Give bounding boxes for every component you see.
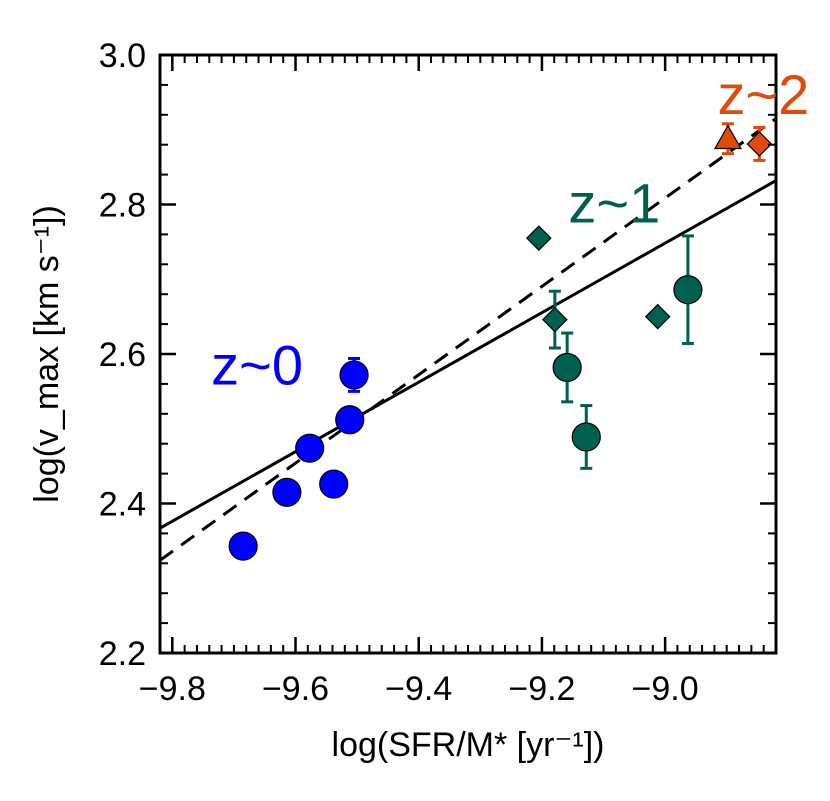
solid-fit-line	[160, 179, 776, 530]
dashed-fit-line	[160, 117, 776, 562]
annotation-z0: z~0	[211, 334, 303, 397]
axis-ticks	[159, 53, 777, 655]
x-tick-label: −9.4	[385, 670, 452, 708]
y-tick-label: 2.2	[99, 635, 146, 673]
data-point-circle	[295, 433, 325, 463]
x-tick-label: −9.6	[262, 670, 329, 708]
data-point-circle	[673, 275, 703, 305]
y-tick-label: 2.6	[99, 336, 146, 374]
annotation-z1: z~1	[568, 171, 660, 234]
annotations: z~0 z~1 z~2	[211, 63, 809, 397]
fit-lines	[160, 117, 776, 562]
data-point-triangle	[713, 124, 742, 150]
y-tick-label: 3.0	[99, 37, 146, 75]
y-tick-label: 2.4	[99, 486, 146, 524]
annotation-z2: z~2	[717, 63, 809, 126]
data-points	[228, 122, 773, 561]
x-tick-label: −9.2	[508, 670, 575, 708]
data-point-diamond	[525, 225, 552, 251]
x-tick-label: −9.0	[632, 670, 699, 708]
data-point-diamond	[644, 303, 671, 330]
data-point-circle	[335, 405, 365, 435]
x-axis-label: log(SFR/M* [yr⁻¹])	[332, 726, 605, 764]
data-point-circle	[319, 469, 349, 499]
y-tick-label: 2.8	[99, 187, 146, 225]
tick-labels: −9.8 −9.6 −9.4 −9.2 −9.0 2.2 2.4 2.6 2.8 3.0	[99, 37, 699, 708]
data-point-circle	[228, 531, 258, 561]
data-point-diamond	[542, 306, 568, 333]
y-axis-label: log(v_max [km s⁻¹])	[28, 205, 66, 503]
data-point-circle	[272, 477, 302, 507]
data-point-circle	[571, 422, 601, 452]
data-point-circle	[552, 352, 582, 383]
x-tick-label: −9.8	[139, 670, 206, 708]
data-point-diamond	[746, 131, 773, 157]
data-point-circle	[339, 360, 369, 390]
